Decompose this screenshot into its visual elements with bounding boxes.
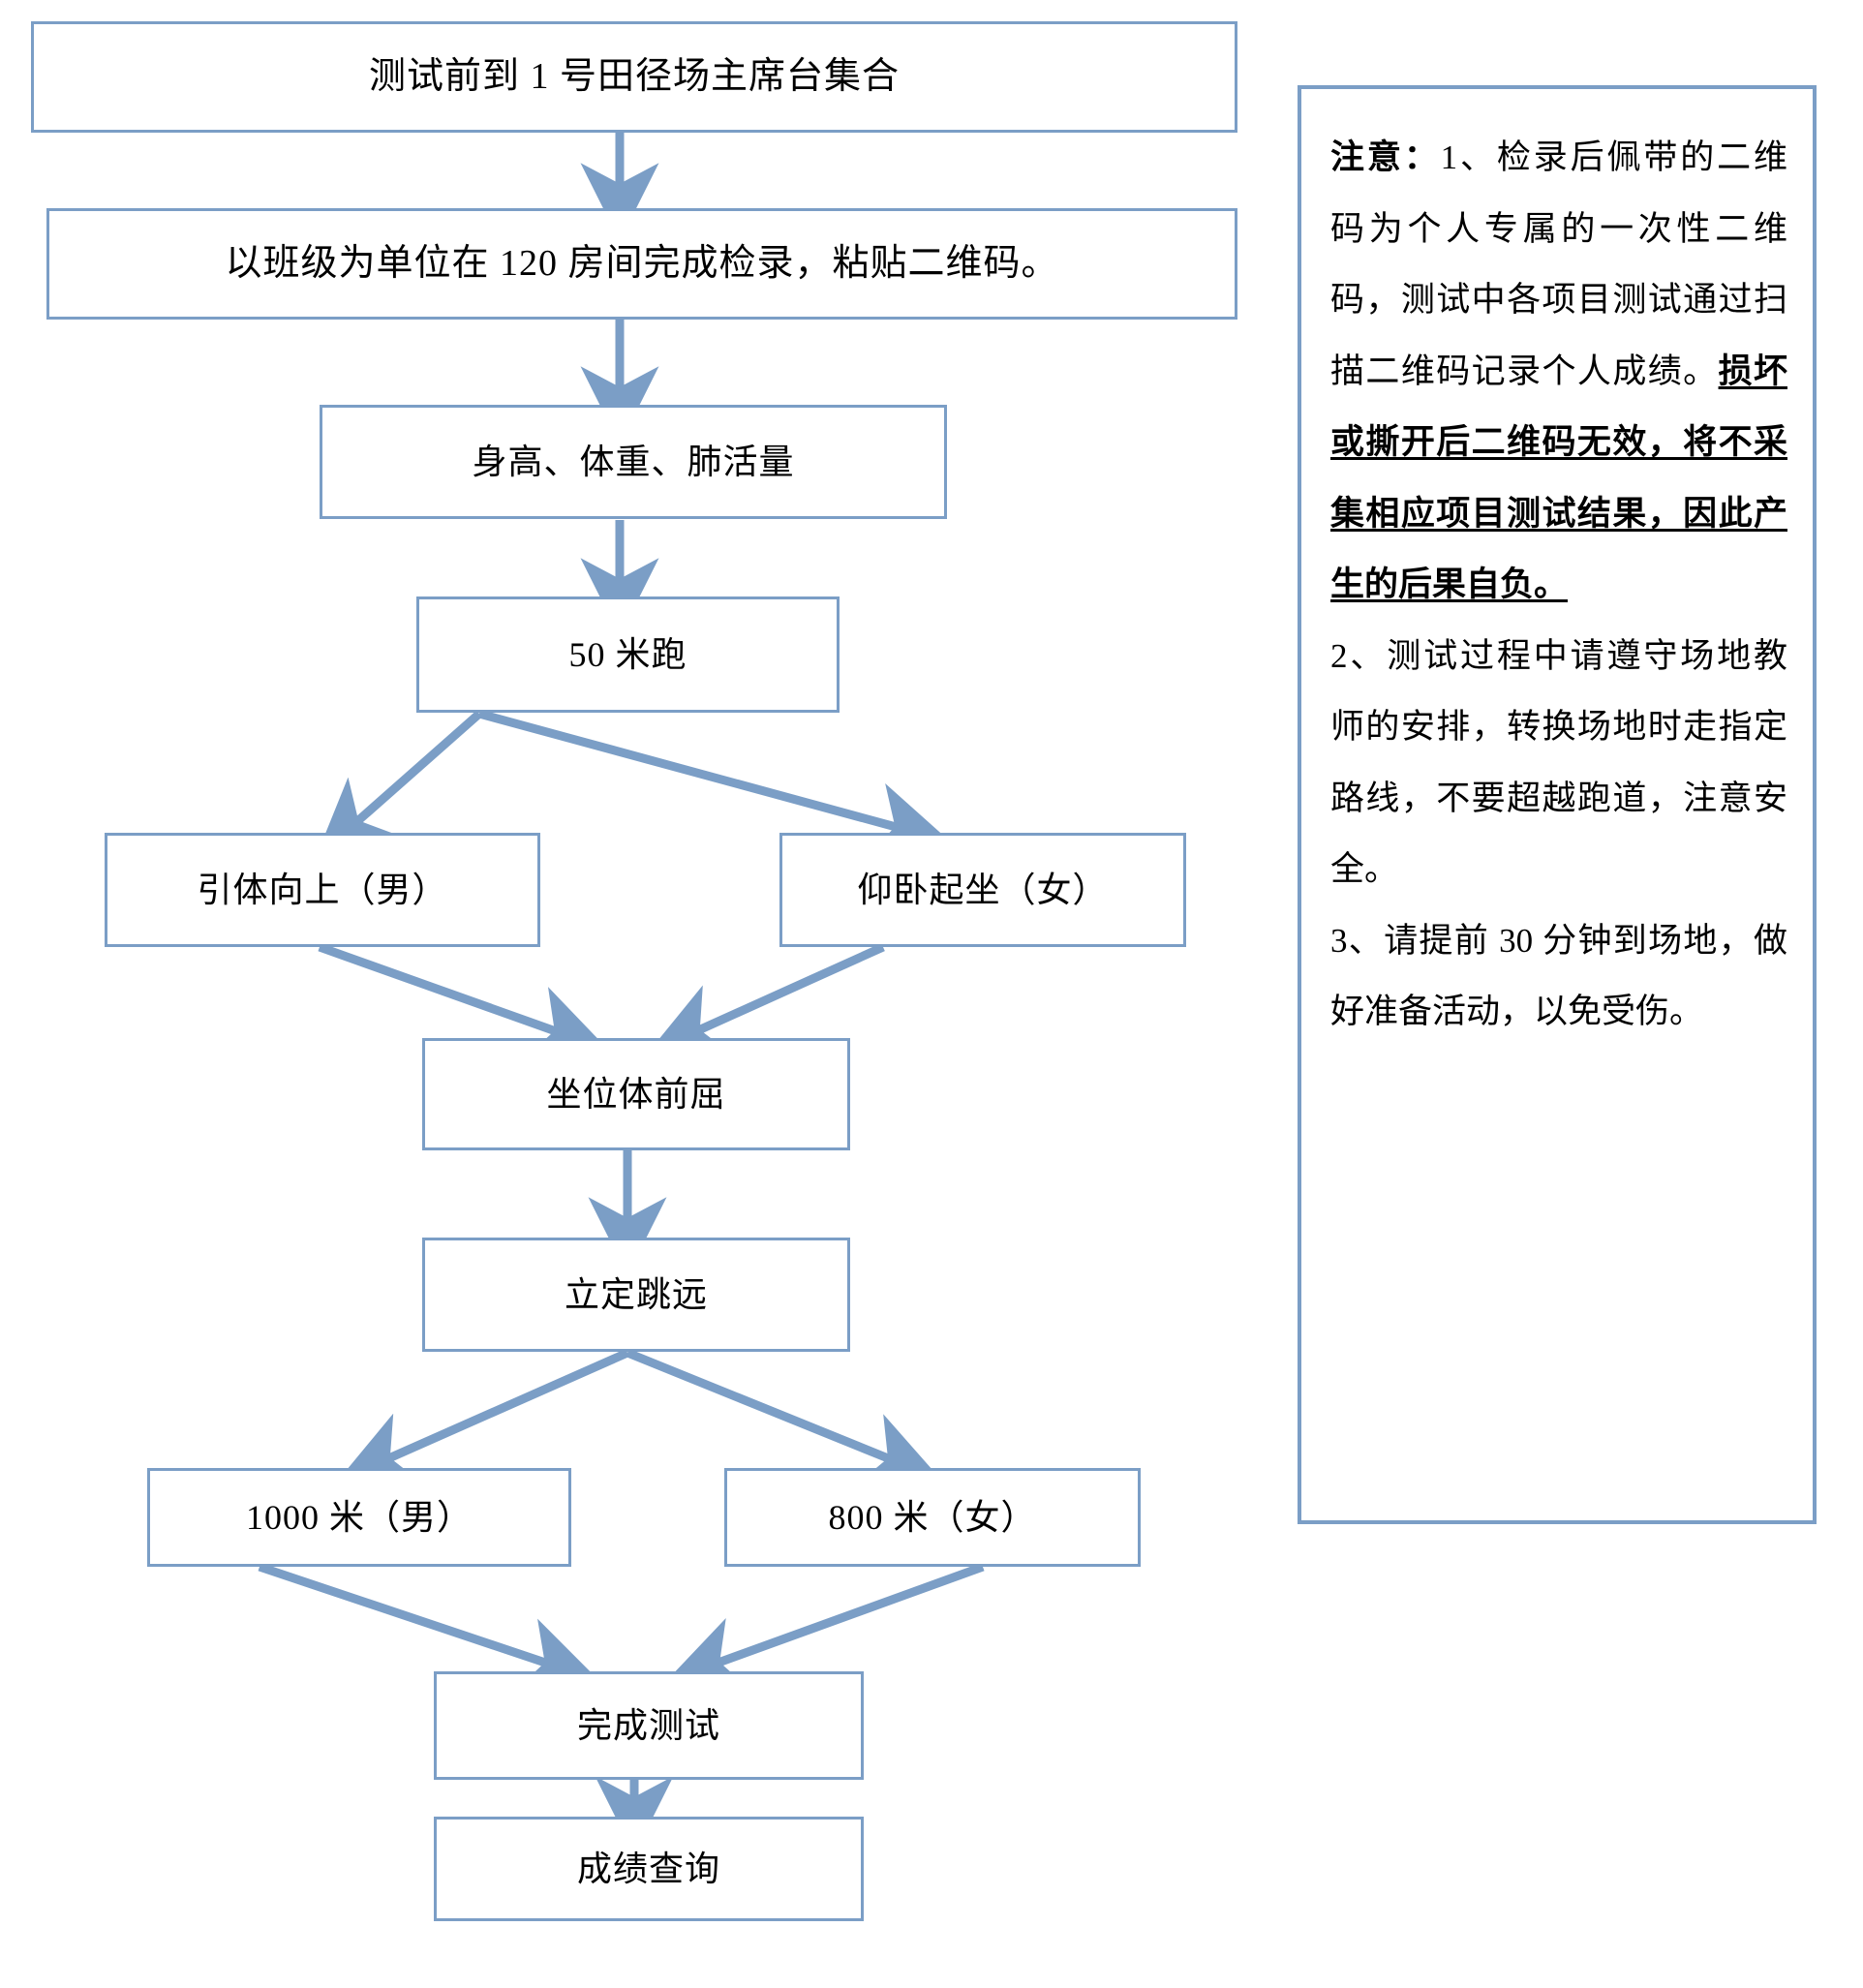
node-run-1000m-male[interactable]: 1000 米（男）	[147, 1468, 571, 1567]
node-pullup-male[interactable]: 引体向上（男）	[105, 833, 540, 947]
edge-longjump-run1000	[337, 1348, 629, 1485]
node-sprint-50m[interactable]: 50 米跑	[416, 596, 840, 713]
edge-pullup-sitreach	[318, 942, 609, 1061]
edge-longjump-run800	[626, 1348, 942, 1487]
notice-item-1-emphasis: 损坏或撕开后二维码无效，将不采集相应项目测试结果，因此产生的后果自负。	[1330, 352, 1787, 604]
node-run-800m-female[interactable]: 800 米（女）	[724, 1468, 1141, 1567]
edge-run1000-finish	[258, 1562, 599, 1694]
edge-sprint50-pullup	[315, 710, 482, 859]
node-standing-long-jump[interactable]: 立定跳远	[422, 1238, 850, 1352]
notice-item-1: 注意：1、检录后佩带的二维码为个人专属的一次性二维码，测试中各项目测试通过扫描二…	[1330, 122, 1787, 621]
edge-run800-finish	[665, 1562, 985, 1693]
notice-heading: 注意：	[1330, 138, 1441, 176]
node-body-measurements[interactable]: 身高、体重、肺活量	[320, 405, 947, 519]
notice-item-3: 3、请提前 30 分钟到场地，做好准备活动，以免受伤。	[1330, 921, 1787, 1031]
notice-item-1-text: 1、检录后佩带的二维码为个人专属的一次性二维码，测试中各项目测试通过扫描二维码记…	[1330, 138, 1787, 390]
node-assemble[interactable]: 测试前到 1 号田径场主席台集合	[31, 21, 1237, 133]
notice-panel: 注意：1、检录后佩带的二维码为个人专属的一次性二维码，测试中各项目测试通过扫描二…	[1298, 85, 1817, 1524]
node-checkin[interactable]: 以班级为单位在 120 房间完成检录，粘贴二维码。	[46, 208, 1237, 320]
node-sit-and-reach[interactable]: 坐位体前屈	[422, 1038, 850, 1150]
edge-sprint50-situp	[477, 709, 951, 860]
node-situp-female[interactable]: 仰卧起坐（女）	[779, 833, 1186, 947]
edge-situp-sitreach	[647, 942, 885, 1057]
node-score-query[interactable]: 成绩查询	[434, 1817, 864, 1921]
notice-item-2: 2、测试过程中请遵守场地教师的安排，转换场地时走指定路线，不要超越跑道，注意安全…	[1330, 636, 1787, 889]
node-finish-test[interactable]: 完成测试	[434, 1671, 864, 1780]
